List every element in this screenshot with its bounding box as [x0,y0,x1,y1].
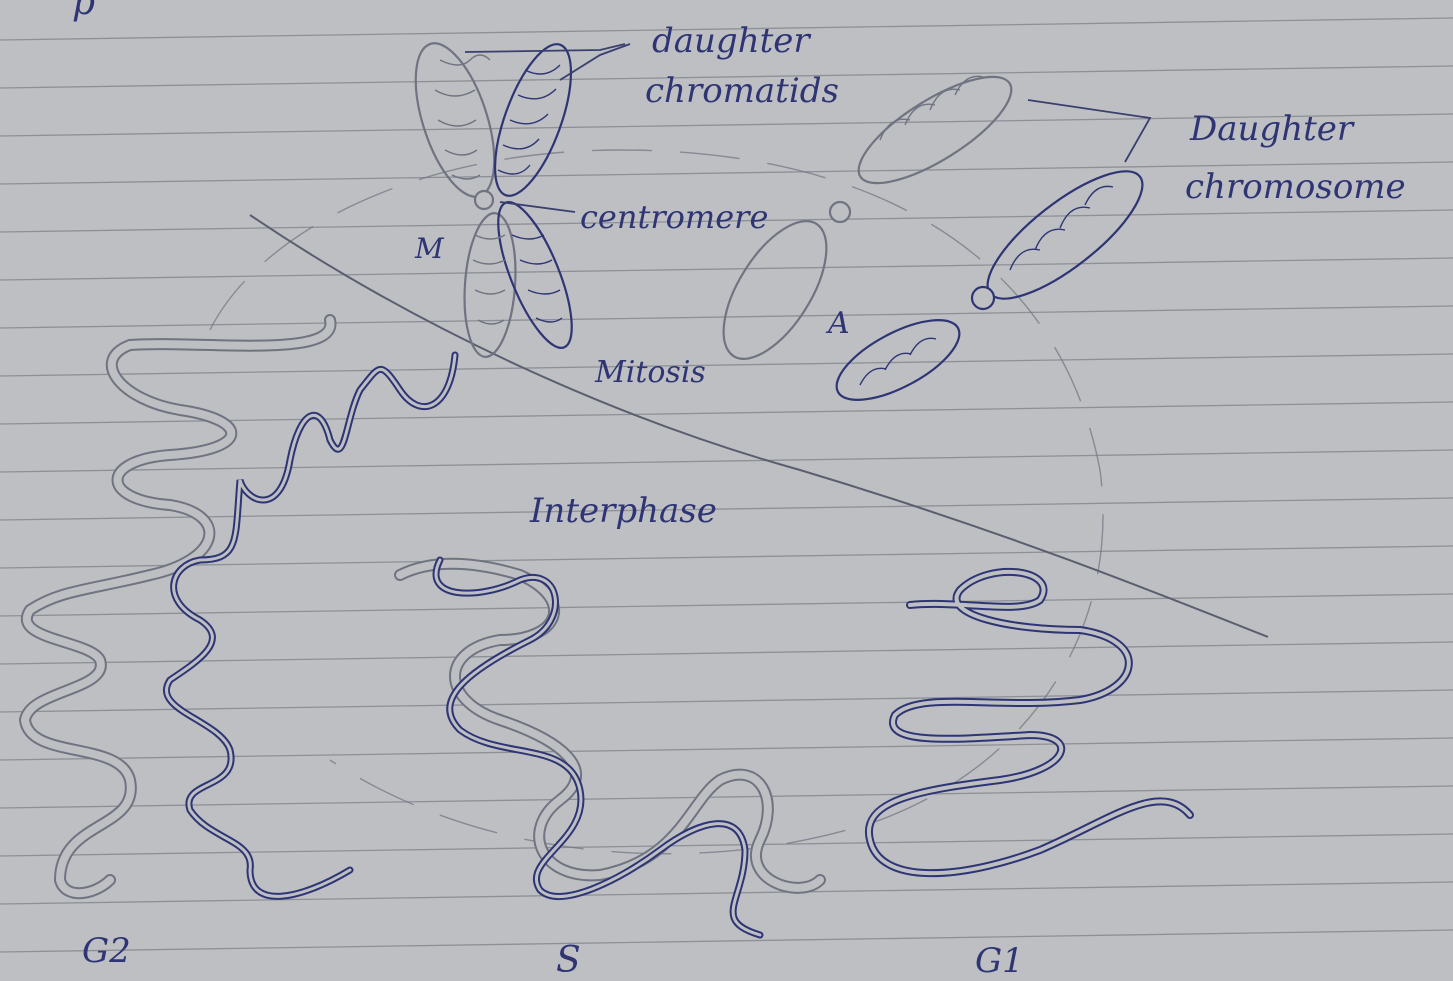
g1-label: G1 [975,941,1024,981]
mitosis-label: Mitosis [594,355,706,390]
daughter-chromosome-label-line1: Daughter [1189,109,1355,149]
s-chromosome [400,560,820,935]
rule-line [0,498,1453,520]
rule-line [0,786,1453,808]
metaphase-label: M [414,232,445,265]
g2-label: G2 [82,931,131,971]
daughter-chromatids-label-line2: chromatids [645,71,839,111]
chromatid-lower-left [460,211,520,358]
anaphase-label: A [825,306,850,341]
top-fragment-label: p [72,0,95,23]
centromere-label: centromere [580,198,768,236]
rule-line [0,258,1453,280]
anaphase-lower-arm-right [970,151,1159,318]
rule-line [0,450,1453,472]
interphase-label: Interphase [529,491,717,531]
rule-line [0,594,1453,616]
g1-chromosome [869,572,1190,873]
chromosome-leader [1028,100,1150,162]
rule-line [0,882,1453,904]
rule-line [0,354,1453,376]
metaphase-chromosome [400,34,587,359]
s-label: S [556,940,581,981]
rule-line [0,930,1453,952]
chromatid-upper-right [479,35,586,205]
anaphase-upper-centromere [830,202,850,222]
chromatid-lower-right [484,194,587,357]
metaphase-centromere [475,191,493,209]
anaphase-lower-centromere [972,287,994,309]
g2-chromosome [25,320,455,896]
daughter-chromosome-label-line2: chromosome [1185,167,1406,207]
chromatid-upper-left [400,34,510,206]
centromere-leader [500,202,575,212]
ruled-lines [0,18,1453,952]
rule-line [0,642,1453,664]
anaphase-upper-arm-right [844,58,1025,202]
chromatids-leader [465,44,630,80]
rule-line [0,690,1453,712]
rule-line [0,738,1453,760]
daughter-chromatids-label-line1: daughter [652,21,811,61]
